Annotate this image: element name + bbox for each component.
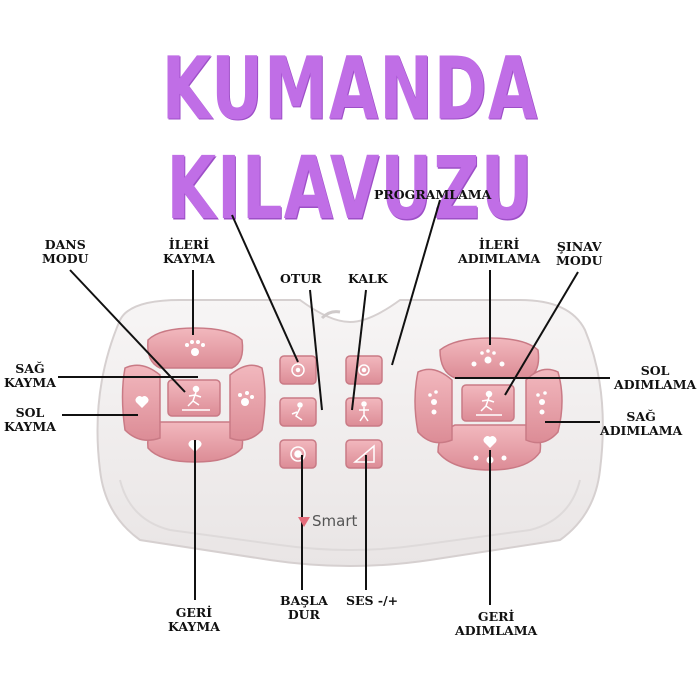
label-ileri-kayma: İLERİ KAYMA [163,237,215,266]
label-sag-kayma: SAĞ KAYMA [4,361,56,390]
paw-icon [238,391,254,406]
label-sol-adimlama: SOL ADIMLAMA [614,363,697,392]
left-step-button[interactable] [414,368,453,444]
page-title: KUMANDA KILAVUZU [161,40,539,240]
label-kalk: KALK [348,271,388,286]
leader-lines [58,199,610,605]
volume-icon [352,444,375,463]
label-sag-adimlama: SAĞ ADIMLAMA [600,409,683,438]
right-dpad [414,337,563,471]
label-programlama: PROGRAMLAMA [374,187,492,202]
center-buttons [279,355,383,469]
brand-triangle-icon [298,517,310,527]
forward-slide-button[interactable] [147,327,244,369]
label-dans-modu: DANS MODU [42,237,89,266]
stand-icon [359,401,369,422]
label-geri-kayma: GERİ KAYMA [168,605,220,634]
pushup-mode-button[interactable] [461,384,515,422]
label-sol-kayma: SOL KAYMA [4,405,56,434]
sit-icon [291,402,303,421]
label-geri-adimlama: GERİ ADIMLAMA [455,609,538,638]
gear-icon [358,364,370,376]
right-step-button[interactable] [525,368,563,444]
dots-icon [291,363,305,377]
runner-icon [182,385,210,411]
paw-icon [185,340,205,356]
label-ses: SES -/+ [346,593,399,608]
record-icon [290,446,306,462]
brand-logo: Smart [298,512,357,530]
label-ileri-adimlama: İLERİ ADIMLAMA [458,237,541,266]
label-sinav-modu: ŞINAV MODU [556,239,603,268]
paw-icon [471,349,505,367]
heart-icon [483,436,497,448]
runner-icon [476,390,502,416]
label-basla-dur: BAŞLA DUR [280,593,328,622]
label-otur: OTUR [280,271,322,286]
heart-icon [135,396,149,408]
paw-icon [536,391,547,415]
paw-icon [428,390,438,415]
